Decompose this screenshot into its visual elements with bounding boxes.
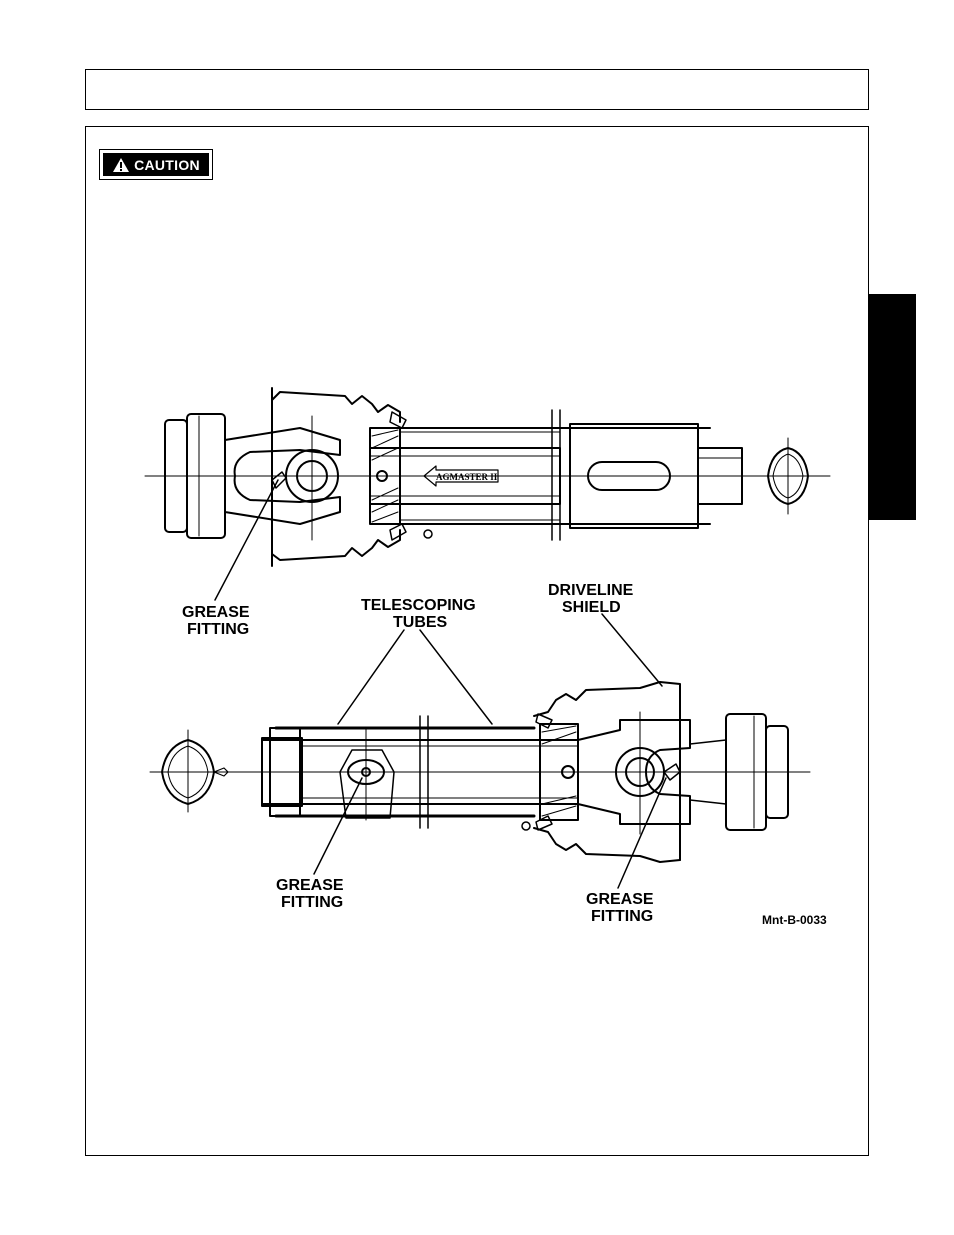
label-grease-fitting-bl-l2: FITTING: [281, 894, 343, 911]
brand-text: AGMASTER II: [436, 472, 498, 482]
label-grease-fitting-bl-l1: GREASE: [276, 877, 344, 894]
label-telescoping-l2: TUBES: [393, 614, 448, 631]
leader-lines: [215, 480, 666, 888]
label-telescoping-l1: TELESCOPING: [361, 597, 476, 614]
label-grease-fitting-top-l1: GREASE: [182, 604, 250, 621]
label-driveline-l1: DRIVELINE: [548, 582, 634, 599]
figure-code: Mnt-B-0033: [762, 913, 827, 927]
label-grease-fitting-br-l2: FITTING: [591, 908, 653, 925]
label-grease-fitting-br-l1: GREASE: [586, 891, 654, 908]
label-driveline-l2: SHIELD: [562, 599, 621, 616]
label-grease-fitting-top-l2: FITTING: [187, 621, 249, 638]
